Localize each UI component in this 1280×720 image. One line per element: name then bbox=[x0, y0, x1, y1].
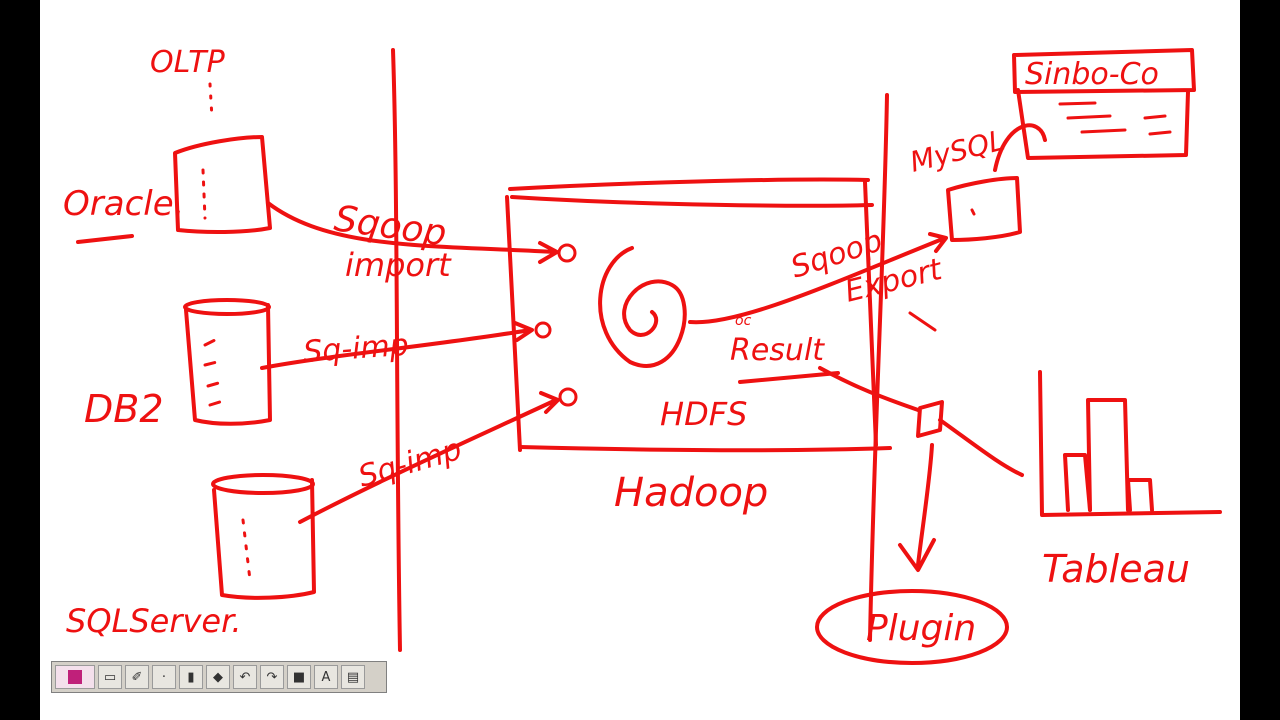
sqlserver-label: SQLServer. bbox=[66, 602, 242, 640]
db2-to-hdfs-arrow bbox=[260, 321, 534, 370]
oltp-label: OLTP bbox=[150, 45, 226, 80]
eraser-icon[interactable]: ◆ bbox=[206, 665, 230, 689]
mysql-database-icon bbox=[946, 176, 1022, 242]
oltp-dots bbox=[208, 82, 214, 120]
sqlserver-database-icon bbox=[211, 473, 316, 600]
right-divider-line bbox=[868, 93, 889, 642]
whiteboard-canvas[interactable]: OLTP Oracle. DB2 SQLServer. Sqoop bbox=[40, 0, 1240, 720]
result-underline bbox=[738, 371, 840, 384]
oracle-database-icon bbox=[173, 135, 272, 235]
oracle-underline bbox=[76, 234, 134, 244]
connector-to-tableau-line bbox=[938, 418, 1024, 477]
result-label: Result bbox=[730, 333, 825, 368]
undo-icon[interactable]: ↶ bbox=[233, 665, 257, 689]
connector-to-plugin-arrow bbox=[898, 443, 936, 572]
folder-icon[interactable]: ▤ bbox=[341, 665, 365, 689]
sinbo-label: Sinbo-Co bbox=[1025, 57, 1159, 92]
left-divider-line bbox=[391, 48, 402, 652]
import-point-2 bbox=[534, 321, 552, 339]
sq-imp-label-1: Sq-imp bbox=[302, 328, 410, 370]
whiteboard-drawing: OLTP Oracle. DB2 SQLServer. Sqoop bbox=[63, 45, 1222, 665]
mysql-label: MySQL bbox=[907, 124, 1008, 179]
hdfs-box bbox=[505, 177, 892, 453]
hdfs-spiral-icon bbox=[598, 246, 687, 368]
highlighter-icon[interactable]: ▮ bbox=[179, 665, 203, 689]
sq-imp-label-2: Sq-imp bbox=[355, 432, 466, 495]
sinbo-app-window bbox=[1012, 48, 1196, 160]
redo-icon[interactable]: ↷ bbox=[260, 665, 284, 689]
result-to-connector-line bbox=[818, 366, 920, 412]
dot-icon[interactable]: · bbox=[152, 665, 176, 689]
import-point-1 bbox=[557, 243, 577, 263]
screen-capture-icon[interactable]: ▭ bbox=[98, 665, 122, 689]
tableau-label: Tableau bbox=[1042, 547, 1190, 591]
export-point-marker: oc bbox=[735, 313, 752, 329]
hdfs-label: HDFS bbox=[660, 395, 747, 433]
pen-color-icon[interactable] bbox=[55, 665, 95, 689]
sqlserver-to-hdfs-arrow bbox=[298, 391, 560, 524]
plugin-label: Plugin bbox=[866, 608, 976, 649]
db2-label: DB2 bbox=[84, 387, 164, 431]
connector-node bbox=[916, 400, 944, 438]
import-label: import bbox=[345, 246, 452, 284]
db2-database-icon bbox=[183, 298, 272, 426]
plugin-ellipse bbox=[815, 589, 1009, 665]
mysql-to-app-connector bbox=[993, 123, 1047, 172]
brush-icon[interactable]: ✐ bbox=[125, 665, 149, 689]
tableau-chart-icon bbox=[1038, 370, 1222, 517]
import-point-3 bbox=[558, 387, 578, 407]
clear-icon[interactable]: ■ bbox=[287, 665, 311, 689]
export-tick-mark bbox=[908, 311, 937, 332]
hadoop-label: Hadoop bbox=[614, 470, 768, 516]
text-icon[interactable]: A bbox=[314, 665, 338, 689]
drawing-toolbar: ▭ ✐ · ▮ ◆ ↶ ↷ ■ A ▤ bbox=[51, 661, 387, 693]
hdfs-to-mysql-arrow bbox=[688, 232, 948, 325]
oracle-label: Oracle. bbox=[63, 184, 184, 224]
